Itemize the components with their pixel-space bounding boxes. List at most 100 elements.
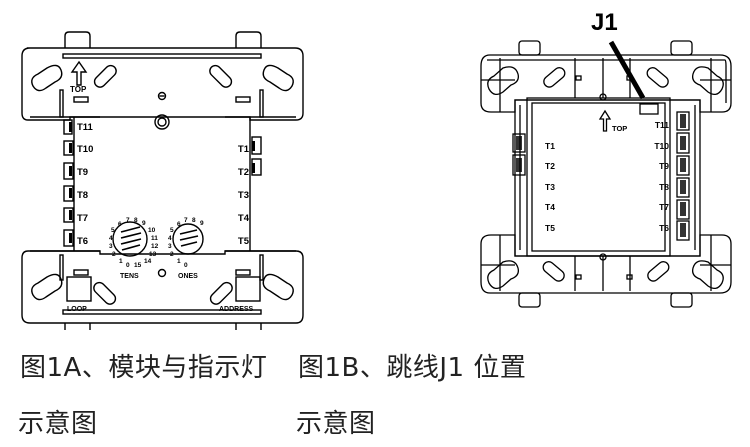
terminal-block [676,177,690,198]
top-tab [518,40,541,56]
oval-slot [93,64,117,88]
dial-number: 8 [134,217,138,224]
dial-number: 13 [149,251,157,258]
top-label: TOP [70,85,87,94]
tens-rotary-dial [112,221,148,257]
dial-number: 4 [168,235,172,242]
dial-number: 9 [200,220,204,227]
j1-callout-label: J1 [591,9,618,36]
module-drawing: TOP T11 T10 T9 T8 T7 T6 T1 T2 T3 T4 T5 0… [21,31,304,335]
dial-number: 5 [111,227,115,234]
top-tab-left [64,31,91,48]
figure-1b-jumper-diagram: J1 TOP T1 T2 T3 T4 T5 T11 T10 T9 T8 T7 T… [375,0,750,330]
terminal-label: T11 [77,122,94,133]
address-port-box [235,276,261,302]
dial-number: 6 [118,221,122,228]
terminal-block [676,155,690,176]
jumper-drawing: J1 TOP T1 T2 T3 T4 T5 T11 T10 T9 T8 T7 T… [480,9,732,308]
loop-port-box [66,276,92,302]
dial-number: 15 [134,262,142,269]
terminal-label: T7 [659,202,669,212]
left-terminal-labels: T1 T2 T3 T4 T5 [545,141,555,233]
top-label: TOP [612,124,627,133]
oval-slot [646,67,669,88]
terminal-label: T2 [238,167,249,178]
dial-number: 1 [119,258,123,265]
tens-label: TENS [120,273,139,280]
keyhole-top-right [692,66,724,96]
keyhole-bottom-right [262,273,294,301]
terminal-block [676,199,690,220]
address-label: ADDRESS [219,306,254,313]
figure-1b-caption-continued: 示意图 [296,409,376,439]
oval-slot [542,261,565,282]
right-terminal-labels: T1 T2 T3 T4 T5 [238,144,250,247]
j1-callout-arrow [608,40,646,100]
figure-1b-caption: 图1B、跳线J1 位置 [298,353,527,383]
right-terminal-labels: T11 T10 T9 T8 T7 T6 [654,120,669,233]
dial-number: 2 [170,251,174,258]
dial-number: 3 [168,243,172,250]
dial-number: 0 [184,262,188,269]
left-terminal-blocks [63,119,74,247]
terminal-block [512,154,526,176]
up-arrow-icon [598,109,612,132]
loop-label: LOOP [67,306,87,313]
dial-number: 2 [112,251,116,258]
terminal-label: T9 [659,161,669,171]
led-indicator [73,269,89,276]
terminal-label: T10 [77,144,93,155]
bottom-plate [21,250,304,324]
terminal-label: T1 [238,144,250,155]
tens-dial-numbers: 0 1 2 3 4 5 6 7 8 9 10 11 12 13 14 15 [109,217,159,269]
ones-label: ONES [178,273,198,280]
terminal-label: T7 [77,213,88,224]
keyhole-top-right [262,64,294,92]
oval-slot [543,67,566,88]
keyhole-top-left [487,66,519,96]
oval-slot [209,281,233,305]
terminal-label: T8 [659,182,669,192]
terminal-label: T6 [77,236,88,247]
ones-dial-stripes [179,229,199,247]
bottom-tab-left [64,323,91,335]
top-tab-right [235,31,262,48]
j1-jumper-block [639,103,659,115]
terminal-label: T11 [655,120,669,130]
terminal-label: T2 [545,161,555,171]
figure-1a-caption-continued: 示意图 [18,409,98,439]
led-ring-icon [154,114,170,130]
keyhole-bottom-left [31,273,63,301]
dial-number: 7 [184,217,188,224]
ones-dial-numbers: 0 1 2 3 4 5 6 7 8 9 [168,217,204,269]
terminal-block [512,133,526,153]
indicator-dot [157,268,167,278]
dial-number: 1 [177,258,181,265]
figure-1a-caption: 图1A、模块与指示灯 [20,353,268,383]
dial-number: 12 [151,243,159,250]
dial-number: 4 [109,235,113,242]
figure-1a-module-diagram: TOP T11 T10 T9 T8 T7 T6 T1 T2 T3 T4 T5 0… [0,0,375,335]
led-indicator [73,96,89,103]
terminal-label: T3 [545,182,555,192]
top-plate [21,47,304,121]
terminal-label: T6 [659,223,669,233]
keyhole-bottom-left [487,260,519,290]
left-terminal-labels: T11 T10 T9 T8 T7 T6 [77,122,94,247]
terminal-block [676,220,690,241]
bottom-tab-right [235,323,262,335]
led-indicator [235,96,251,103]
top-tab [670,40,693,56]
led-indicator [235,269,251,276]
dial-number: 10 [148,227,156,234]
terminal-label: T9 [77,167,88,178]
dial-number: 9 [142,220,146,227]
ones-rotary-dial [172,223,204,255]
bottom-tab [670,292,693,308]
keyhole-top-left [31,64,63,92]
terminal-label: T1 [545,141,555,151]
indicator-dot [157,91,167,101]
dial-number: 8 [192,217,196,224]
bottom-tab [518,292,541,308]
dial-number: 0 [126,262,130,269]
